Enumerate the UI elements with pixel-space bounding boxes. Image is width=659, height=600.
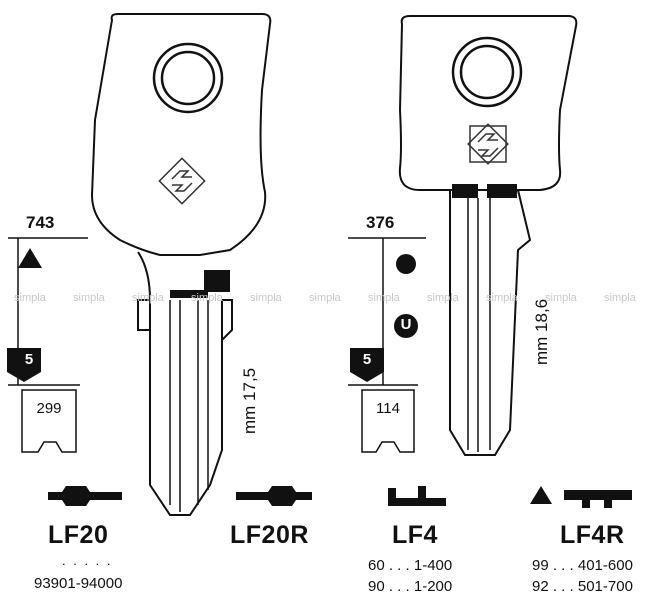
left-code-label: 743 bbox=[26, 213, 55, 232]
key-right-ring-hole-outer bbox=[451, 36, 523, 108]
key-left-blade bbox=[149, 298, 223, 516]
lf4r-triangle-icon bbox=[530, 486, 552, 504]
right-length-label: mm 18,6 bbox=[532, 298, 551, 365]
watermark-text: simpla bbox=[132, 292, 164, 304]
model-lf20-range: 93901-94000 bbox=[34, 575, 123, 592]
simpla-logo-icon bbox=[158, 157, 206, 205]
model-lf4r-label: LF4R bbox=[560, 521, 625, 549]
key-right-stop-bar-2 bbox=[487, 184, 517, 198]
watermark-text: simpla bbox=[250, 292, 282, 304]
watermark-text: simpla bbox=[604, 292, 636, 304]
model-lf20-label: LF20 bbox=[48, 521, 109, 549]
watermark-text: simpla bbox=[427, 292, 459, 304]
model-lf4-line-2: 90 . . . 1-200 bbox=[368, 578, 453, 595]
model-lf20r-label: LF20R bbox=[230, 521, 309, 549]
key-left-stop-bar-2 bbox=[204, 270, 230, 292]
right-u-circle-icon bbox=[394, 314, 418, 338]
right-u-letter: U bbox=[400, 316, 412, 333]
model-lf20-dots: . . . . . bbox=[62, 553, 113, 568]
right-circle-icon bbox=[396, 254, 416, 274]
key-left bbox=[90, 13, 272, 516]
watermark-text: simpla bbox=[368, 292, 400, 304]
profile-lf20r-icon bbox=[236, 486, 312, 506]
profile-lf4-icon bbox=[388, 486, 446, 506]
model-lf4r-line-1: 99 . . . 401-600 bbox=[532, 557, 633, 574]
right-code-label: 376 bbox=[366, 213, 395, 232]
key-left-tip-cut bbox=[137, 299, 150, 331]
left-triangle-icon bbox=[18, 248, 42, 268]
left-box-icon bbox=[21, 389, 77, 453]
key-left-ring-hole-outer bbox=[152, 42, 224, 114]
profile-lf4r-icon bbox=[564, 490, 632, 508]
key-right-ring-hole-inner bbox=[459, 44, 515, 100]
watermark-text: simpla bbox=[73, 292, 105, 304]
simpla-logo-icon bbox=[467, 123, 509, 165]
watermark-text: simpla bbox=[191, 292, 223, 304]
watermark-text: simpla bbox=[309, 292, 341, 304]
watermark-text: simpla bbox=[545, 292, 577, 304]
model-lf4-label: LF4 bbox=[392, 521, 438, 549]
right-box-value: 114 bbox=[376, 400, 400, 417]
model-lf4-line-1: 60 . . . 1-400 bbox=[368, 557, 453, 574]
key-right-head bbox=[398, 15, 578, 191]
left-badge-shape bbox=[7, 348, 41, 382]
profile-lf20-icon bbox=[48, 486, 122, 506]
model-lf4r-line-2: 92 . . . 501-700 bbox=[532, 578, 633, 595]
right-badge-number: 5 bbox=[362, 351, 372, 368]
left-box-value: 299 bbox=[36, 400, 62, 417]
key-right-blade bbox=[449, 189, 532, 456]
key-left-head bbox=[90, 13, 272, 256]
left-badge-number: 5 bbox=[24, 351, 34, 368]
key-left-stop-bar-1 bbox=[170, 290, 208, 298]
right-box-icon bbox=[361, 389, 415, 453]
right-badge-shape bbox=[350, 348, 384, 382]
key-right-stop-bar-1 bbox=[452, 184, 478, 198]
watermark-text: simpla bbox=[486, 292, 518, 304]
watermark-text: simpla bbox=[14, 292, 46, 304]
key-right bbox=[398, 15, 578, 456]
key-left-side-cut bbox=[221, 299, 233, 341]
key-left-shoulder bbox=[137, 251, 151, 301]
key-left-ring-hole-inner bbox=[160, 50, 216, 106]
left-length-label: mm 17,5 bbox=[240, 367, 259, 434]
